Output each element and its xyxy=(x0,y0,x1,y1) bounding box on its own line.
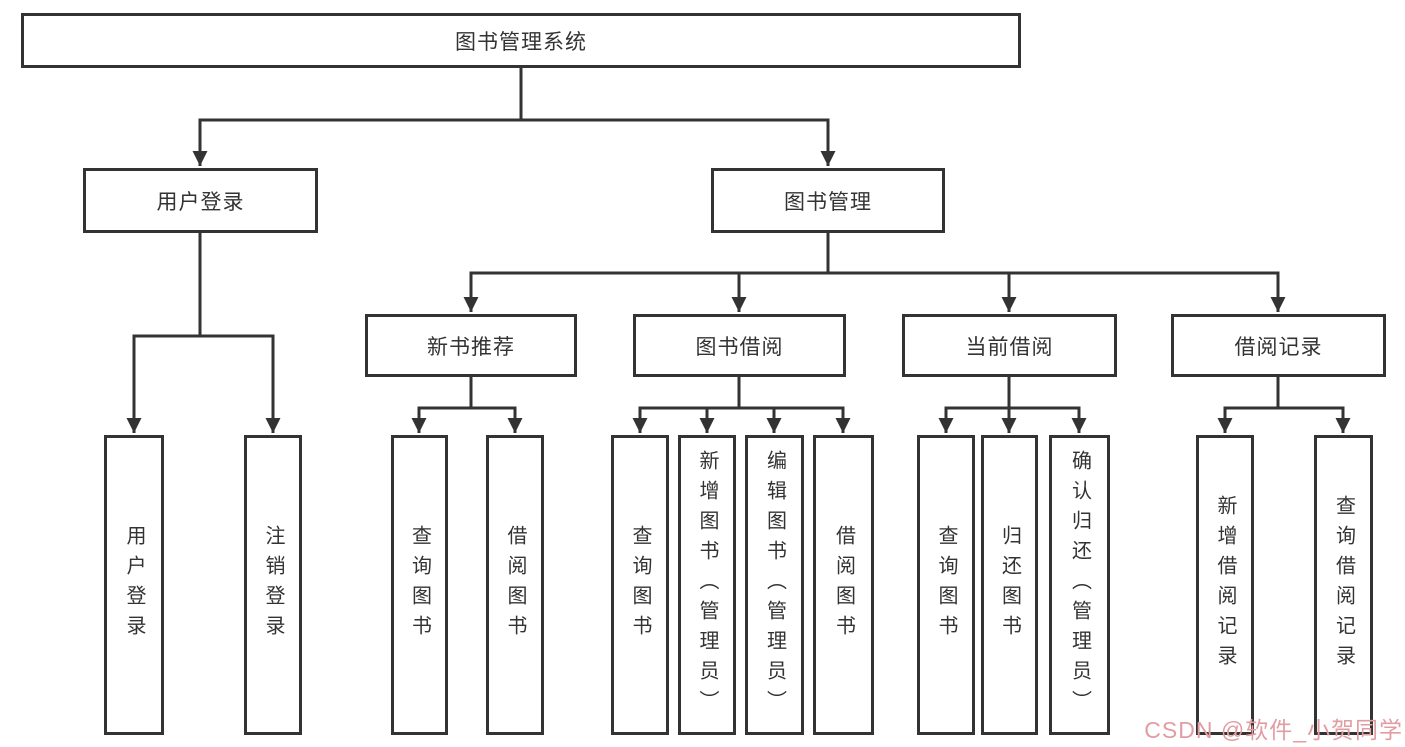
watermark: CSDN @软件_小贺同学 xyxy=(1144,717,1403,743)
leaf-recommend-borrow-book: 借阅图书 xyxy=(486,435,544,735)
leaf-records-add-record: 新增借阅记录 xyxy=(1196,435,1254,735)
node-borrow-records: 借阅记录 xyxy=(1171,314,1386,377)
node-book-borrow: 图书借阅 xyxy=(633,314,846,377)
leaf-current-confirm-return-admin: 确认归还（管理员） xyxy=(1049,435,1110,735)
leaf-recommend-query-book: 查询图书 xyxy=(391,435,448,735)
leaf-logout: 注销登录 xyxy=(244,435,302,735)
node-current-borrow: 当前借阅 xyxy=(902,314,1117,377)
leaf-borrow-edit-book-admin: 编辑图书（管理员） xyxy=(745,435,804,735)
leaf-borrow-borrow-book: 借阅图书 xyxy=(813,435,874,735)
leaf-borrow-query-book: 查询图书 xyxy=(611,435,669,735)
leaf-current-return-book: 归还图书 xyxy=(981,435,1038,735)
leaf-current-query-book: 查询图书 xyxy=(917,435,975,735)
leaf-user-login: 用户登录 xyxy=(104,435,164,735)
node-new-book-recommend: 新书推荐 xyxy=(365,314,577,377)
leaf-records-query-record: 查询借阅记录 xyxy=(1314,435,1373,735)
leaf-borrow-add-book-admin: 新增图书（管理员） xyxy=(678,435,736,735)
node-book-management: 图书管理 xyxy=(711,168,945,233)
node-root: 图书管理系统 xyxy=(21,13,1021,68)
node-user-login: 用户登录 xyxy=(83,168,318,233)
